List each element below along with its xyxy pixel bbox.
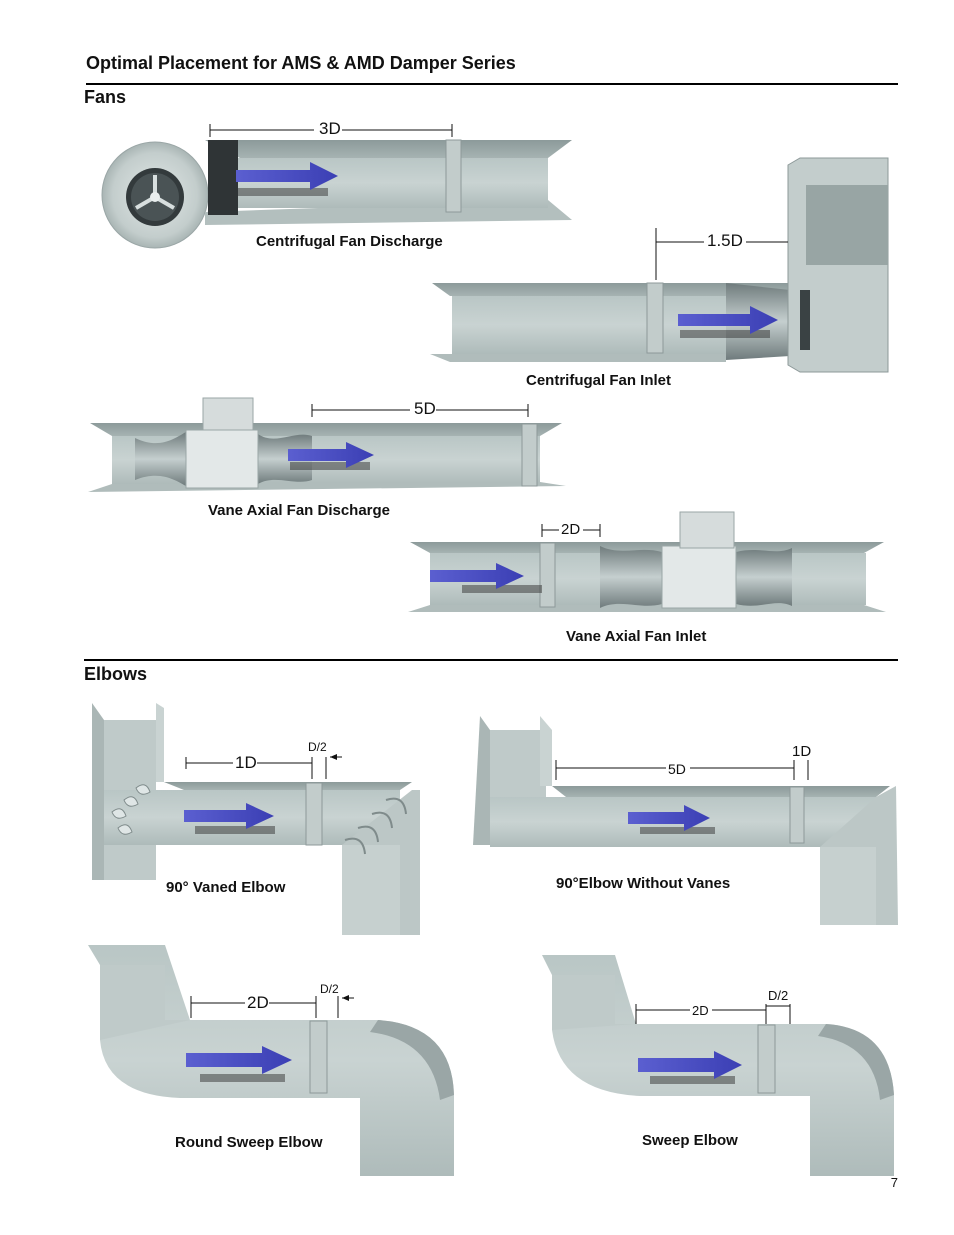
diagram-vane-axial-inlet: 2D — [408, 511, 886, 612]
caption-sweep-elbow: Sweep Elbow — [642, 1132, 738, 1149]
section-title-elbows: Elbows — [84, 664, 148, 684]
page-title: Optimal Placement for AMS & AMD Damper S… — [86, 53, 516, 73]
title-divider — [86, 83, 898, 85]
dim-2d-inlet: 2D — [561, 521, 580, 538]
caption-centrifugal-discharge: Centrifugal Fan Discharge — [256, 233, 443, 250]
diagram-sweep-elbow: 2D D/2 — [542, 955, 894, 1176]
diagram-elbow-without-vanes: 5D 1D — [473, 716, 898, 925]
dim-1-5d: 1.5D — [707, 231, 743, 250]
dim-5d: 5D — [414, 399, 436, 418]
caption-centrifugal-inlet: Centrifugal Fan Inlet — [526, 372, 672, 389]
caption-elbow-without-vanes: 90°Elbow Without Vanes — [556, 875, 731, 892]
diagram-vaned-elbow: 1D D/2 — [92, 703, 420, 935]
page-number: 7 — [890, 1175, 898, 1190]
dim-d2-round-sweep: D/2 — [320, 982, 339, 996]
dim-1d-elbow: 1D — [792, 743, 811, 760]
diagram-centrifugal-discharge: 3D — [101, 119, 572, 249]
caption-vaned-elbow: 90° Vaned Elbow — [166, 879, 286, 896]
dim-3d: 3D — [319, 119, 341, 138]
caption-vane-axial-discharge: Vane Axial Fan Discharge — [208, 502, 391, 519]
caption-vane-axial-inlet: Vane Axial Fan Inlet — [566, 628, 707, 645]
diagram-centrifugal-inlet: 1.5D — [430, 157, 889, 373]
dim-d2-sweep: D/2 — [768, 988, 788, 1003]
section-divider — [84, 659, 898, 661]
dim-2d-sweep: 2D — [692, 1003, 709, 1018]
caption-round-sweep-elbow: Round Sweep Elbow — [175, 1134, 323, 1151]
dim-2d-round-sweep: 2D — [247, 993, 269, 1012]
dim-d2-vaned: D/2 — [308, 740, 327, 754]
dim-5d-elbow: 5D — [668, 761, 686, 777]
section-title-fans: Fans — [84, 87, 127, 107]
diagram-round-sweep-elbow: 2D D/2 — [88, 945, 454, 1176]
dim-1d-vaned: 1D — [235, 753, 257, 772]
diagram-vane-axial-discharge: 5D — [88, 397, 566, 492]
